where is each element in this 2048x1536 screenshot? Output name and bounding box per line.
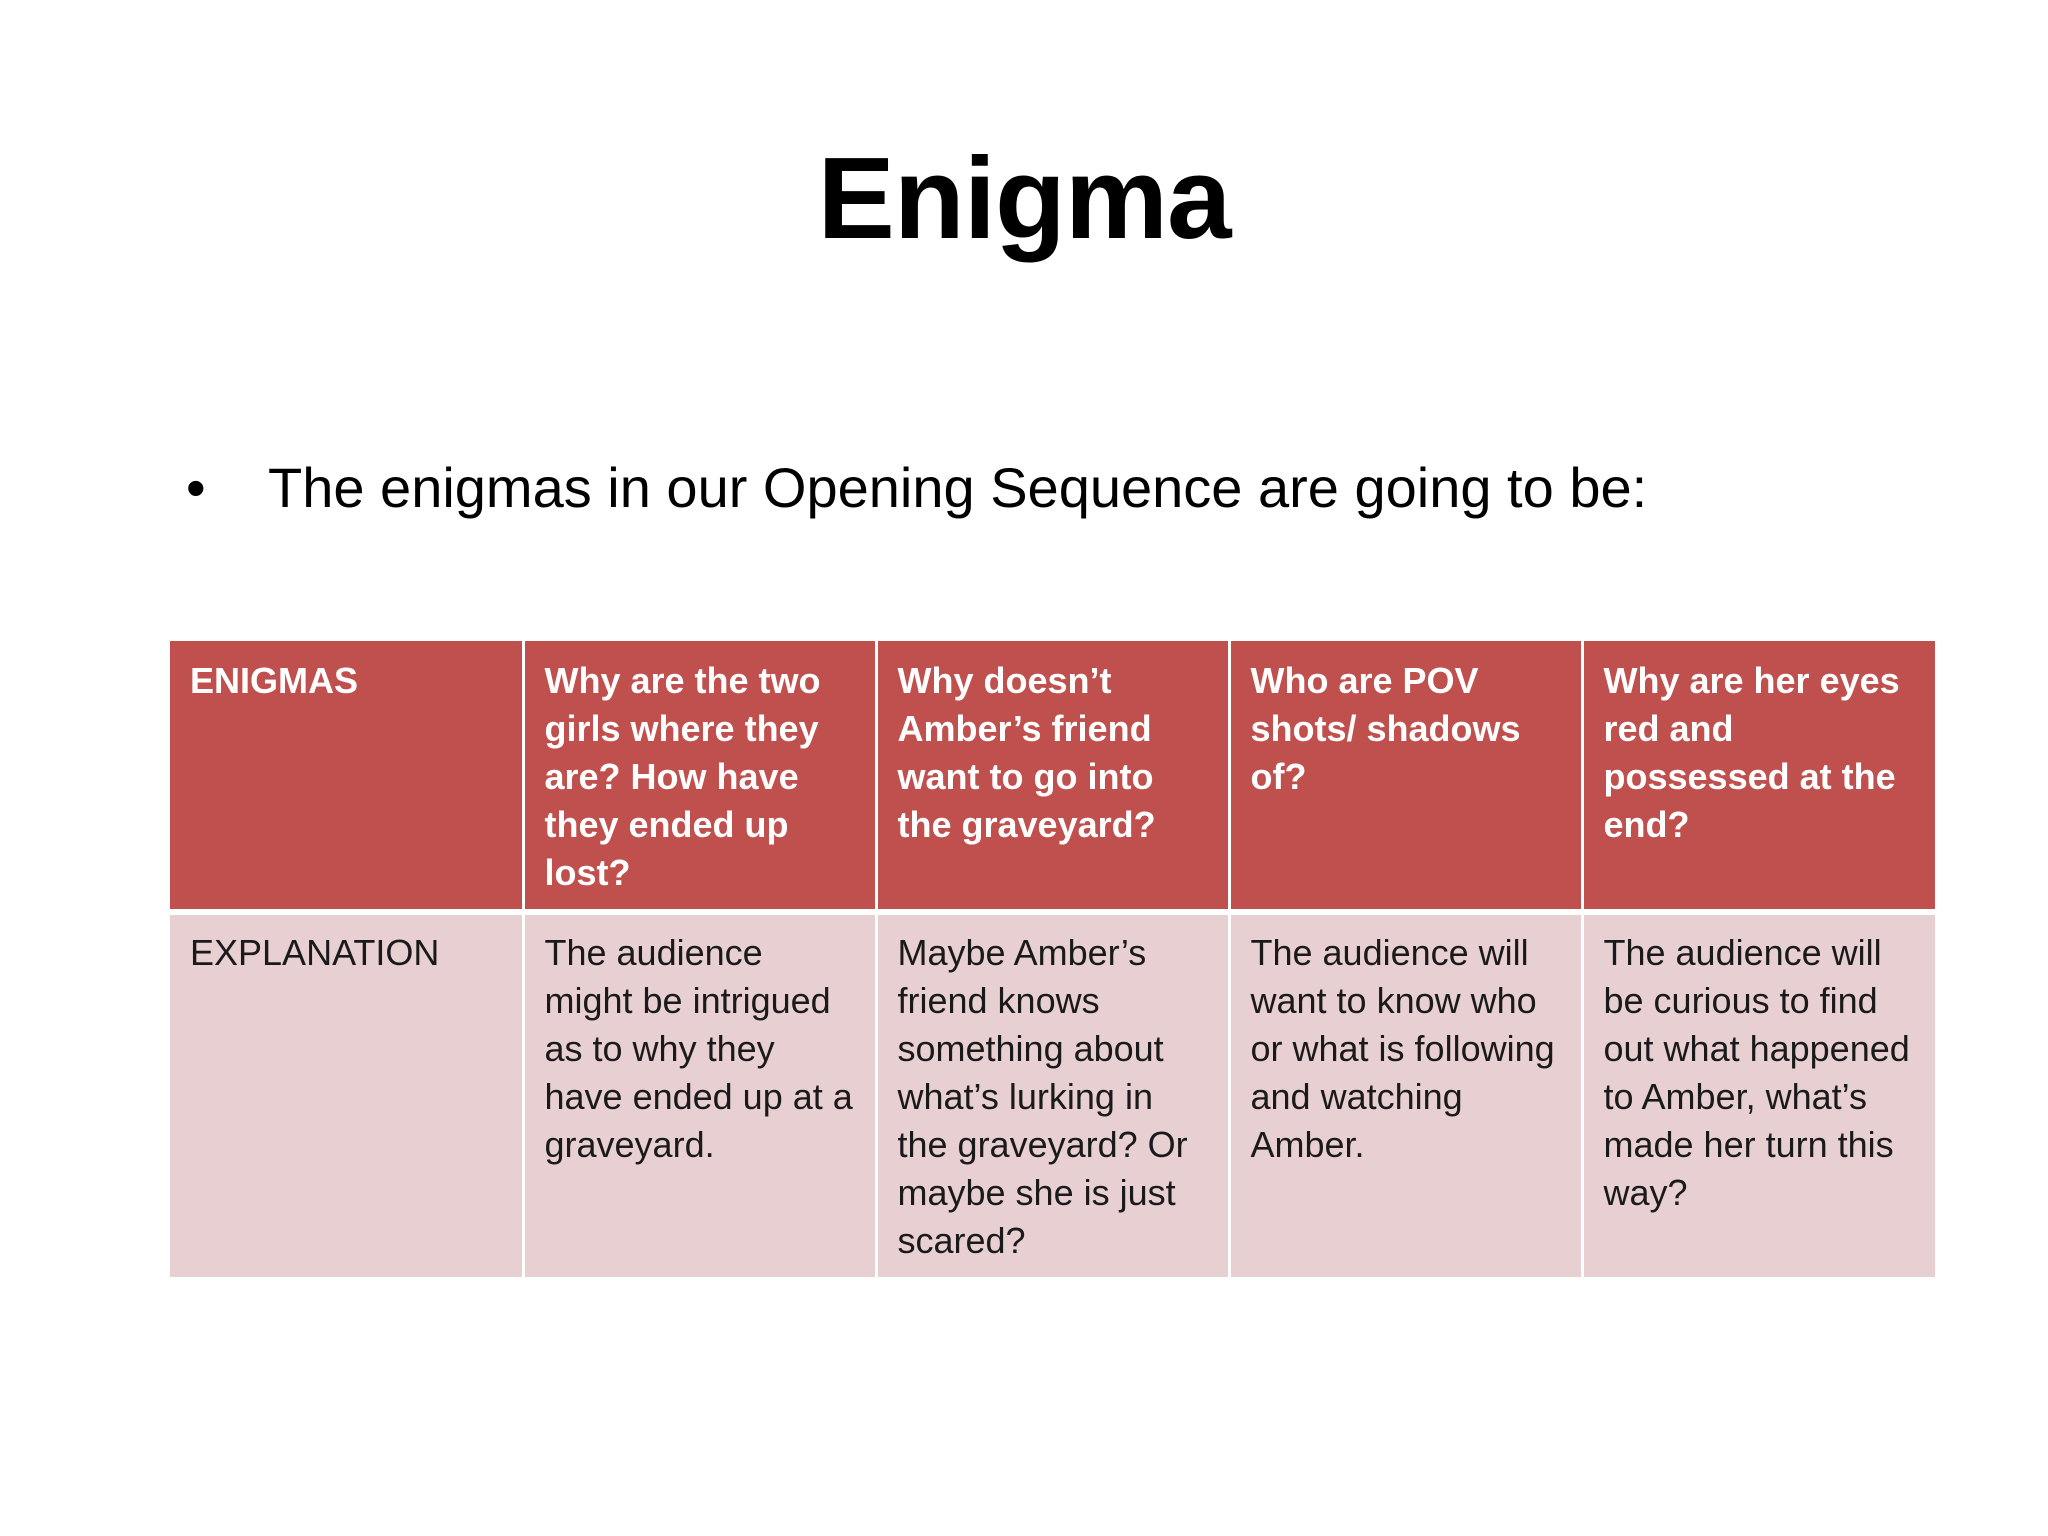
table-row: EXPLANATION The audience might be intrig… xyxy=(170,912,1935,1277)
table-header-cell: Why are the two girls where they are? Ho… xyxy=(521,641,878,915)
table-header-cell: ENIGMAS xyxy=(170,641,525,915)
table-cell: The audience might be intrigued as to wh… xyxy=(521,912,878,1277)
table-cell: Maybe Amber’s friend knows something abo… xyxy=(874,912,1231,1277)
table-header-row: ENIGMAS Why are the two girls where they… xyxy=(170,641,1935,915)
bullet-point: • The enigmas in our Opening Sequence ar… xyxy=(186,448,1886,528)
table-header-cell: Why doesn’t Amber’s friend want to go in… xyxy=(874,641,1231,915)
table-cell: The audience will be curious to find out… xyxy=(1580,912,1935,1277)
table-header-cell: Why are her eyes red and possessed at th… xyxy=(1580,641,1935,915)
bullet-icon: • xyxy=(186,456,206,519)
table-header-cell: Who are POV shots/ shadows of? xyxy=(1227,641,1584,915)
table-cell: The audience will want to know who or wh… xyxy=(1227,912,1584,1277)
table-cell: EXPLANATION xyxy=(170,912,525,1277)
enigma-table: ENIGMAS Why are the two girls where they… xyxy=(170,641,1935,1277)
slide-title: Enigma xyxy=(817,133,1232,263)
bullet-text: The enigmas in our Opening Sequence are … xyxy=(268,456,1648,519)
